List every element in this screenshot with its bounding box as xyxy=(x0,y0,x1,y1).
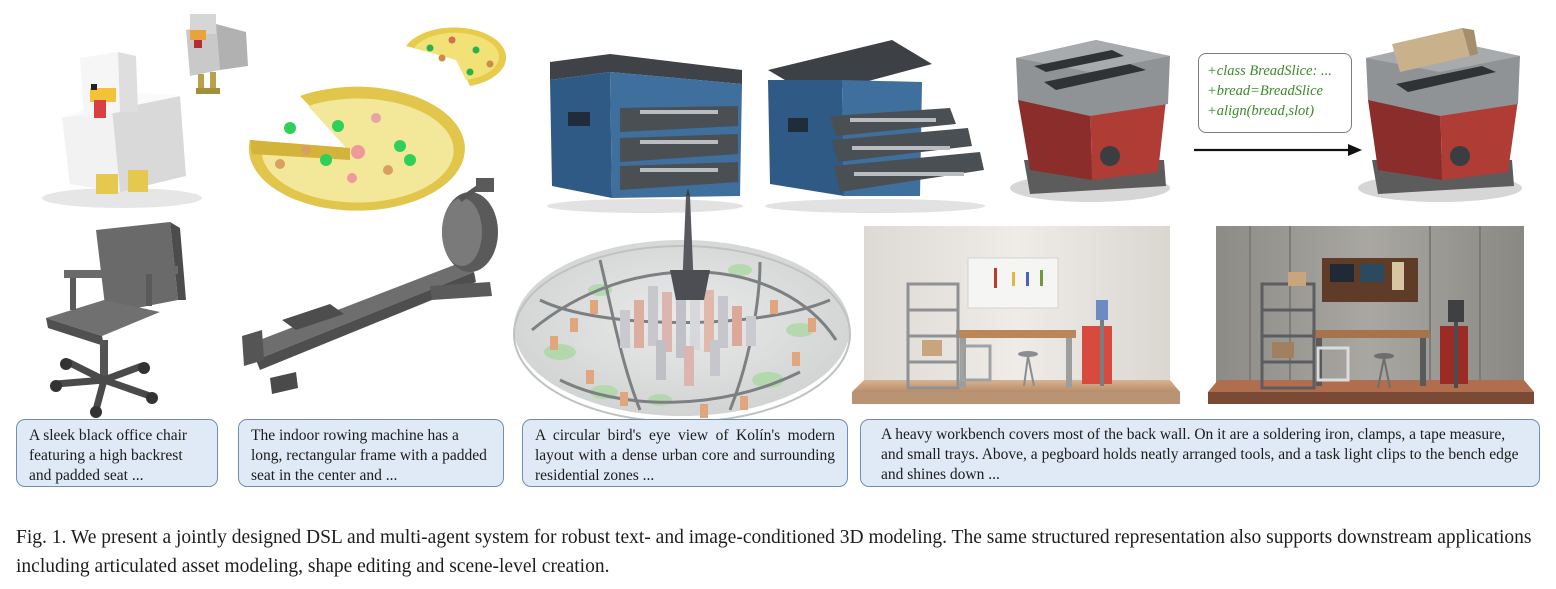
voxel-chicken-large xyxy=(42,52,202,208)
toolbox-open xyxy=(765,40,985,213)
toaster-with-bread xyxy=(1358,28,1522,202)
code-line: +align(bread,slot) xyxy=(1207,103,1315,119)
code-line: +bread=BreadSlice xyxy=(1207,83,1323,99)
figure-caption: Fig. 1. We present a jointly designed DS… xyxy=(16,527,1532,577)
rowing-machine xyxy=(242,178,498,394)
prompt-workbench: A heavy workbench covers most of the bac… xyxy=(860,419,1540,487)
toaster-plain xyxy=(1010,40,1170,202)
city-buildings xyxy=(550,284,816,418)
edit-arrow xyxy=(1194,144,1362,156)
teaser-figure xyxy=(42,14,1534,423)
workbench-scene-light xyxy=(852,226,1180,404)
code-edit-box: +class BreadSlice: ... +bread=BreadSlice… xyxy=(1198,53,1352,133)
prompt-office-chair: A sleek black office chair featuring a h… xyxy=(16,419,218,487)
pizza-small xyxy=(406,27,507,86)
toolbox-closed xyxy=(547,54,743,213)
prompt-city: A circular bird's eye view of Kolín's mo… xyxy=(522,419,848,487)
prompt-rowing-machine: The indoor rowing machine has a long, re… xyxy=(238,419,504,487)
city-model xyxy=(513,188,851,423)
office-chair xyxy=(46,222,186,418)
voxel-chicken-small xyxy=(186,14,248,94)
code-line: +class BreadSlice: ... xyxy=(1207,63,1332,79)
workbench-scene-detailed xyxy=(1208,226,1534,404)
pizza-large xyxy=(248,86,465,211)
